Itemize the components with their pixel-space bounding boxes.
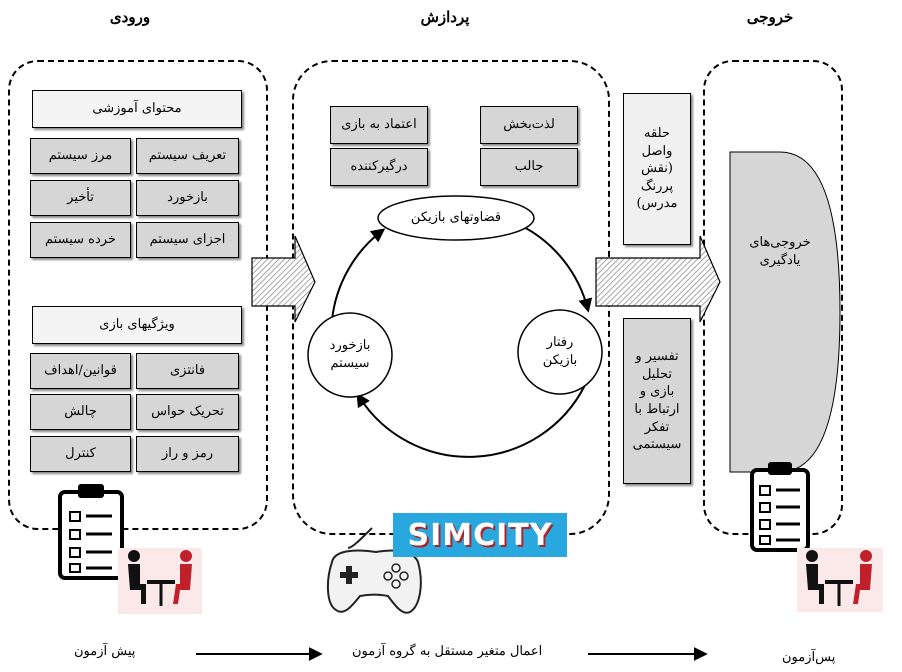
clipboard-checklist-icon xyxy=(58,484,124,580)
output-title: خروجی xyxy=(746,8,794,26)
posttest-label: پس‌آزمون xyxy=(782,650,836,665)
game-item: قوانین/اهداف xyxy=(30,353,131,389)
feature-box: جالب xyxy=(480,148,578,186)
hatched-arrow-icon xyxy=(595,235,721,323)
content-item: خرده سیستم xyxy=(30,222,131,258)
feature-box: درگیرکننده xyxy=(330,148,428,186)
interview-people-icon xyxy=(797,548,883,612)
simcity-logo: SIMCITY xyxy=(393,513,567,557)
clipboard-checklist-icon xyxy=(750,462,810,552)
interview-people-icon xyxy=(118,548,202,614)
node-behavior-label: رفتار بازیکن xyxy=(542,335,578,368)
input-title: ورودی xyxy=(109,8,151,26)
game-item: فانتزی xyxy=(136,353,239,389)
node-judgments xyxy=(377,195,535,241)
game-controller-icon xyxy=(326,527,422,614)
game-item: کنترل xyxy=(30,436,131,472)
game-item: چالش xyxy=(30,394,131,430)
game-item: تحریک حواس xyxy=(136,394,239,430)
learning-outputs-label: خروجی‌های یادگیری xyxy=(749,235,811,268)
facilitator-loop-box: حلقه واصل (نقش پررنگ مدرس) xyxy=(623,93,691,245)
node-judgments-label: قضاوتهای بازیکن xyxy=(410,210,502,226)
process-title: پردازش xyxy=(420,8,470,26)
cycle-arrow xyxy=(356,384,586,458)
learning-output-shape xyxy=(729,151,841,473)
feature-box: لذت‌بخش xyxy=(480,106,578,144)
content-header: محتوای آموزشی xyxy=(32,90,242,128)
content-item: تأخیر xyxy=(30,180,131,216)
feature-box: اعتماد به بازی xyxy=(330,106,428,144)
content-item: مرز سیستم xyxy=(30,138,131,174)
content-item: تعریف سیستم xyxy=(136,138,239,174)
node-feedback-label: بازخورد سیستم xyxy=(329,338,371,371)
node-feedback xyxy=(307,312,393,398)
treatment-label: اعمال متغیر مستقل به گروه آزمون xyxy=(352,644,543,659)
game-item: رمز و راز xyxy=(136,436,239,472)
pretest-label: پیش آزمون xyxy=(74,644,136,659)
content-item: بازخورد xyxy=(136,180,239,216)
node-behavior xyxy=(517,309,603,395)
game-header: ویژگیهای بازی xyxy=(32,306,242,344)
simcity-logo-text: SIMCITY xyxy=(407,517,553,553)
cycle-arrow xyxy=(331,228,386,321)
hatched-arrow-icon xyxy=(251,235,316,323)
content-item: اجزای سیستم xyxy=(136,222,239,258)
game-analysis-box: تفسیر و تحلیل بازی و ارتباط با تفکر سیست… xyxy=(623,318,691,484)
cycle-arrow xyxy=(519,224,593,313)
